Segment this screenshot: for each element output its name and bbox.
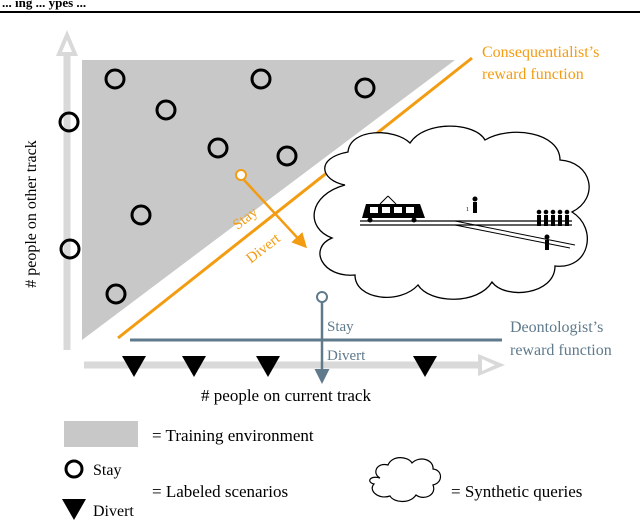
divert-markers bbox=[122, 356, 437, 377]
svg-text:1: 1 bbox=[466, 207, 469, 213]
deontologist-stay-label: Stay bbox=[327, 319, 354, 335]
header-fragment: ... ing ... ypes ... bbox=[2, 0, 86, 10]
legend-labeled-scenarios-label: = Labeled scenarios bbox=[152, 482, 288, 501]
deontologist-divert-label: Divert bbox=[327, 348, 366, 364]
deontologist-label-line2: reward function bbox=[510, 342, 612, 359]
divert-marker bbox=[122, 356, 146, 377]
legend: = Training environment Stay Divert = Lab… bbox=[62, 421, 582, 520]
legend-training-swatch bbox=[64, 421, 138, 447]
legend-divert-marker bbox=[62, 499, 86, 520]
legend-divert-label: Divert bbox=[93, 503, 134, 520]
legend-stay-marker bbox=[64, 459, 84, 479]
stay-marker bbox=[250, 68, 272, 90]
consequentialist-label-line2: reward function bbox=[482, 66, 584, 83]
legend-cloud-icon bbox=[369, 457, 442, 503]
stay-marker bbox=[130, 204, 152, 226]
consequentialist-label-line1: Consequentialist’s bbox=[482, 44, 599, 61]
stay-marker bbox=[155, 99, 177, 121]
legend-stay-label: Stay bbox=[93, 462, 121, 479]
stay-marker bbox=[104, 68, 126, 90]
y-axis-label: # people on other track bbox=[23, 140, 40, 288]
stay-marker bbox=[105, 283, 127, 305]
legend-training-label: = Training environment bbox=[152, 426, 314, 445]
divert-marker bbox=[413, 356, 437, 377]
person-on-other-track bbox=[544, 234, 550, 250]
stay-marker bbox=[207, 137, 229, 159]
stay-markers bbox=[58, 68, 376, 305]
stay-marker bbox=[354, 77, 376, 99]
deontologist-query-point bbox=[316, 291, 328, 303]
deontologist-label-line1: Deontologist’s bbox=[510, 319, 603, 336]
y-axis bbox=[56, 30, 78, 350]
stay-marker bbox=[276, 145, 298, 167]
divert-marker bbox=[182, 356, 206, 377]
training-environment-region bbox=[82, 60, 455, 340]
legend-synthetic-queries-label: = Synthetic queries bbox=[451, 482, 582, 501]
person-on-current-track bbox=[472, 196, 478, 213]
group-of-people bbox=[536, 209, 570, 226]
divert-marker bbox=[256, 356, 280, 377]
stay-marker bbox=[58, 111, 80, 133]
consequentialist-boundary-line bbox=[117, 56, 473, 340]
trolley-illustration: 1 bbox=[360, 195, 576, 250]
synthetic-query-cloud bbox=[313, 125, 590, 300]
consequentialist-normal-arrow bbox=[243, 179, 308, 249]
consequentialist-query-point bbox=[235, 169, 247, 181]
x-axis bbox=[84, 354, 505, 376]
stay-marker bbox=[59, 238, 81, 260]
x-axis-label: # people on current track bbox=[201, 386, 371, 405]
